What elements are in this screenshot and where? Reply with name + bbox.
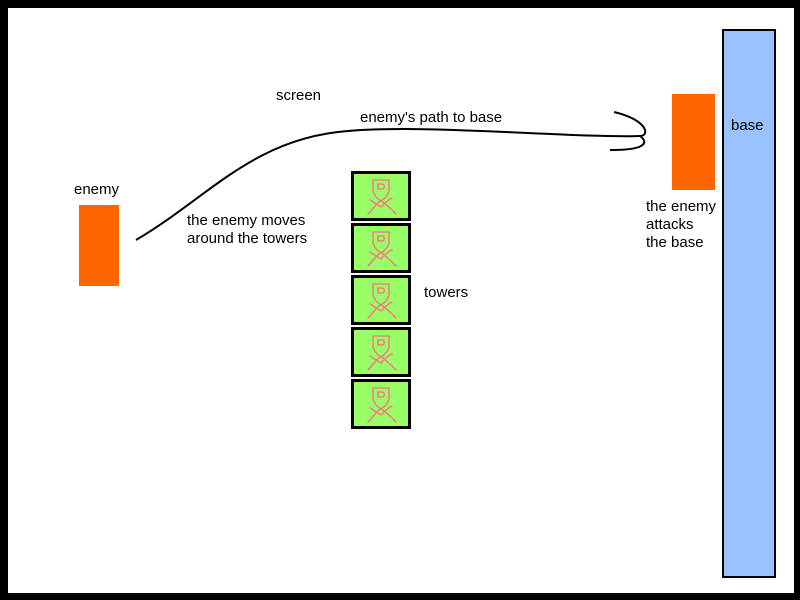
tower xyxy=(351,327,411,377)
attacking-enemy-block xyxy=(672,94,715,190)
enemy-moves-label: the enemy moves around the towers xyxy=(187,212,308,247)
tower xyxy=(351,223,411,273)
enemy-attacks-label: the enemy attacks the base xyxy=(646,198,717,251)
screen-label: screen xyxy=(276,87,322,104)
enemy-path-arrow-tip xyxy=(609,135,646,151)
path-layer xyxy=(135,111,647,241)
enemy-block xyxy=(79,205,119,286)
stick-figure-icon xyxy=(367,335,397,371)
enemy-label: enemy xyxy=(74,181,120,198)
path-label: enemy's path to base xyxy=(360,109,503,126)
tower xyxy=(351,275,411,325)
stick-figure-icon xyxy=(367,179,397,215)
towers-label: towers xyxy=(424,284,469,301)
tower xyxy=(351,379,411,429)
stick-figure-icon xyxy=(367,231,397,267)
stick-figure-icon xyxy=(367,387,397,423)
stick-figure-icon xyxy=(367,283,397,319)
tower xyxy=(351,171,411,221)
base-block: base xyxy=(722,29,776,578)
base-label: base xyxy=(731,117,764,134)
enemy-path-line xyxy=(135,111,647,241)
